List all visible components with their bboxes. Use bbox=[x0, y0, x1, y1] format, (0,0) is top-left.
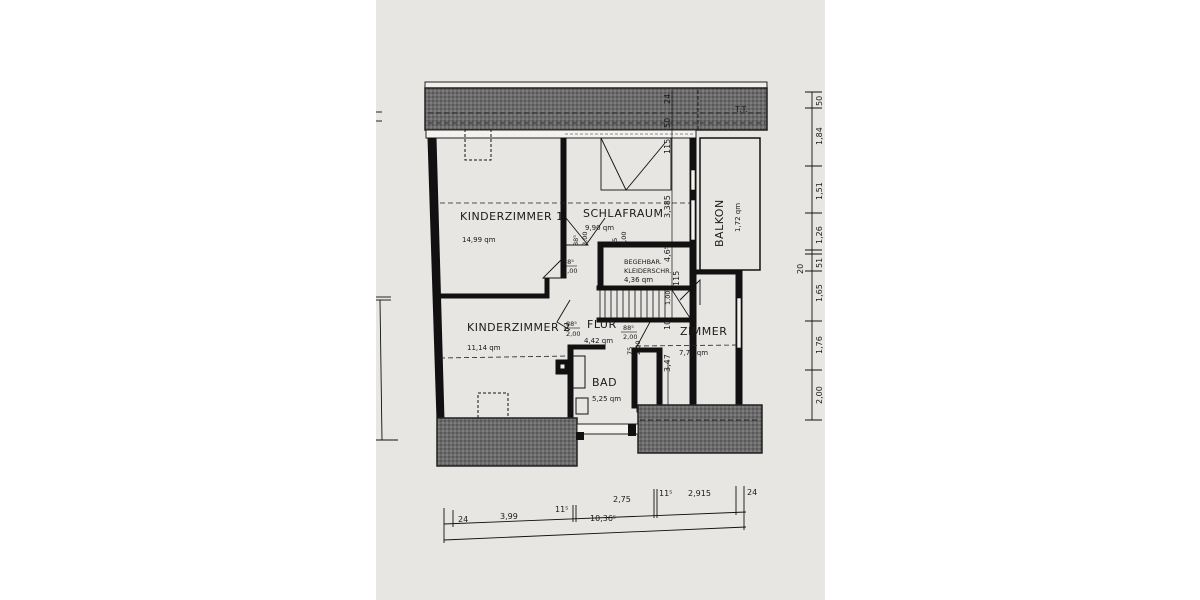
room-kinderzimmer-1: KINDERZIMMER 1 bbox=[460, 210, 564, 223]
dim-3385: 3,385 bbox=[663, 195, 672, 218]
door-dim-6-h: 2,00 bbox=[634, 341, 642, 355]
door-dim-2-h: 2,00 bbox=[566, 330, 580, 338]
dim-465: 4,6⁵ bbox=[663, 246, 672, 262]
bottom-dim-115-a: 11⁵ bbox=[555, 505, 568, 514]
door-dim-5-w: 75 bbox=[611, 238, 619, 246]
area-kinderzimmer-2: 11,14 qm bbox=[467, 344, 501, 352]
right-dimension-chain bbox=[805, 91, 822, 421]
room-kinderzimmer-2: KINDERZIMMER 2 bbox=[467, 321, 571, 334]
room-balkon: BALKON bbox=[713, 199, 726, 247]
right-dim-165: 1,65 bbox=[815, 284, 824, 302]
door-dim-4-h: 2,00 bbox=[581, 232, 589, 246]
right-dim-151: 1,51 bbox=[815, 182, 824, 200]
dim-115b: 115 bbox=[672, 271, 681, 286]
bottom-dim-399: 3,99 bbox=[500, 512, 518, 521]
bottom-dimension-chain bbox=[443, 486, 747, 543]
dim-10: 10 bbox=[663, 320, 672, 330]
staircase-upper bbox=[600, 137, 672, 191]
skylight-kz1 bbox=[464, 129, 492, 161]
tt-label: T.T. bbox=[734, 105, 748, 114]
dim-100: 1,00 bbox=[664, 291, 672, 305]
door-dim-5-h: 2,00 bbox=[620, 232, 628, 246]
room-begehbar: BEGEHBAR. bbox=[624, 258, 662, 266]
staircase-lower bbox=[599, 289, 693, 319]
dim-24: 24 bbox=[663, 94, 672, 104]
roof-band-bottom bbox=[436, 404, 763, 467]
door-dim-4-w: 88⁵ bbox=[572, 235, 580, 246]
right-dim-51: 51 bbox=[815, 258, 824, 268]
bottom-dim-24-left: 24 bbox=[458, 515, 468, 524]
area-kinderzimmer-1: 14,99 qm bbox=[462, 236, 496, 244]
area-flur: 4,42 qm bbox=[584, 337, 613, 345]
area-bad: 5,25 qm bbox=[592, 395, 621, 403]
bottom-dim-total: 10,36⁵ bbox=[590, 514, 616, 523]
door-dim-1-w: 88⁵ bbox=[563, 258, 574, 266]
dim-50: 50 bbox=[663, 118, 672, 128]
area-zimmer: 7,71 qm bbox=[679, 349, 708, 357]
right-dim-176: 1,76 bbox=[815, 336, 824, 354]
balkon-outline bbox=[699, 137, 761, 271]
right-dim-50: 50 bbox=[815, 96, 824, 106]
right-dim-20: 20 bbox=[796, 264, 805, 274]
bottom-dim-115-b: 11⁵ bbox=[659, 489, 672, 498]
room-bad: BAD bbox=[592, 376, 617, 389]
bottom-dim-275: 2,75 bbox=[613, 495, 631, 504]
room-zimmer: ZIMMER bbox=[680, 325, 727, 338]
bottom-dim-2915: 2,915 bbox=[688, 489, 711, 498]
door-dim-2-w: 88⁵ bbox=[566, 320, 577, 328]
door-swings bbox=[541, 217, 701, 349]
room-kleiderschrank: KLEIDERSCHR. bbox=[624, 267, 671, 275]
room-schlafraum: SCHLAFRAUM bbox=[583, 207, 663, 220]
area-kleiderschrank: 4,36 qm bbox=[624, 276, 653, 284]
dim-347: 3,47 bbox=[663, 354, 672, 372]
right-dim-184: 1,84 bbox=[815, 127, 824, 145]
bottom-dim-24-right: 24 bbox=[747, 488, 757, 497]
door-dim-3-w: 88⁵ bbox=[623, 324, 634, 332]
door-dim-6-w: 75 bbox=[626, 347, 634, 355]
door-dim-3-h: 2,00 bbox=[623, 333, 637, 341]
dim-115: 115 bbox=[663, 139, 672, 154]
room-flur: FLUR bbox=[587, 318, 617, 331]
right-dim-200: 2,00 bbox=[815, 386, 824, 404]
area-balkon: 1,72 qm bbox=[734, 203, 742, 232]
left-dimension-marks bbox=[376, 111, 398, 441]
area-schlafraum: 9,90 qm bbox=[585, 224, 614, 232]
door-dim-1-h: 2,00 bbox=[563, 267, 577, 275]
right-dim-126: 1,26 bbox=[815, 226, 824, 244]
